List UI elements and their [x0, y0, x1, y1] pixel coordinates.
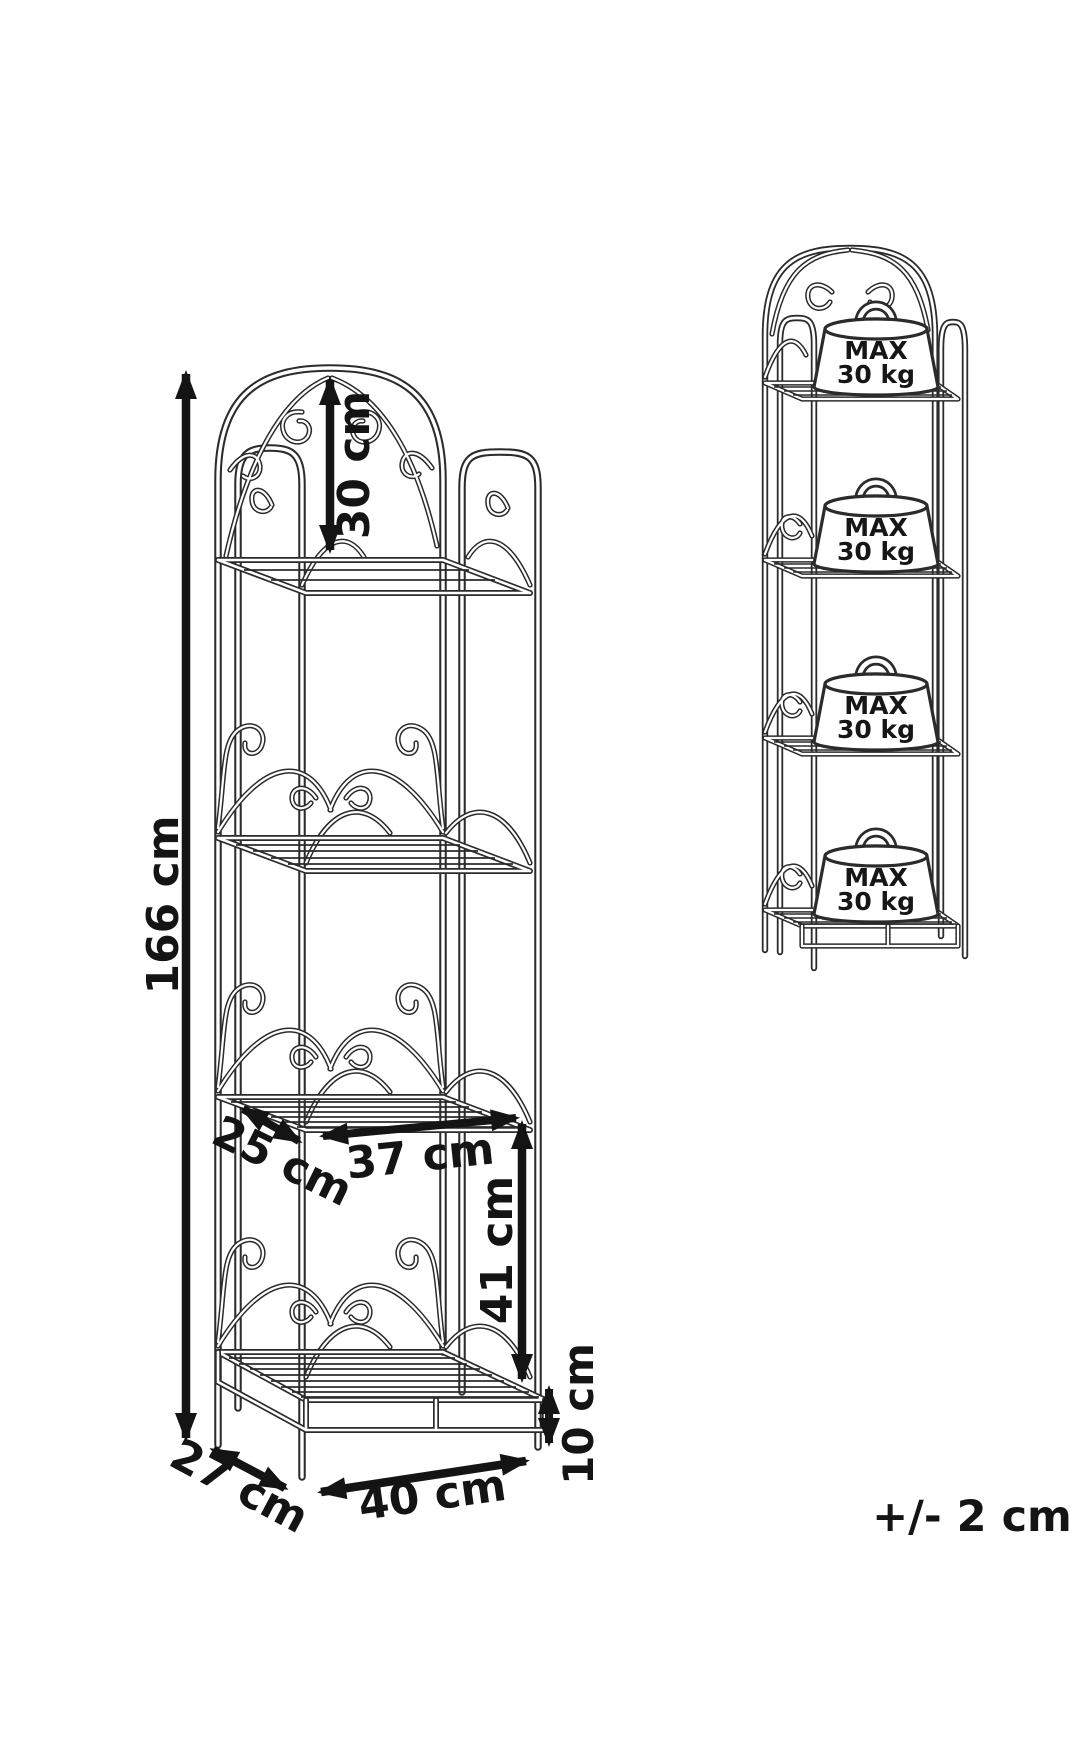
weight-kg-label: 30 kg: [837, 887, 915, 916]
max-weight-icon: MAX 30 kg: [814, 483, 938, 573]
weight-max-label: MAX: [844, 336, 908, 365]
dimension-label-arch-height: 30 cm: [329, 391, 380, 539]
dimension-arrow-base-depth: [209, 1446, 289, 1492]
dimensioned-shelf-drawing: 166 cm 30 cm 25 cm 37 cm 41 cm 10 cm 27 …: [138, 368, 603, 1544]
weight-kg-label: 30 kg: [837, 360, 915, 389]
dimension-label-total-height: 166 cm: [138, 815, 189, 994]
weight-max-label: MAX: [844, 863, 908, 892]
weight-max-label: MAX: [844, 513, 908, 542]
weight-kg-label: 30 kg: [837, 537, 915, 566]
max-weight-icon: MAX 30 kg: [814, 661, 938, 751]
tolerance-note: +/- 2 cm: [872, 1492, 1072, 1542]
weight-max-label: MAX: [844, 691, 908, 720]
weight-kg-label: 30 kg: [837, 715, 915, 744]
dimension-arrow-base-width: [317, 1453, 530, 1500]
dimension-label-base-width: 40 cm: [355, 1460, 509, 1531]
max-weight-icon: MAX 30 kg: [814, 306, 938, 396]
max-weight-icon: MAX 30 kg: [814, 833, 938, 923]
dimension-arrow-shelf-depth: [239, 1105, 303, 1145]
dimension-arrow-shelf-inner-width: [319, 1109, 520, 1145]
dimension-label-shelf-gap: 41 cm: [472, 1176, 523, 1324]
dimension-label-bottom-clearance: 10 cm: [554, 1343, 603, 1485]
max-load-shelf-drawing: MAX 30 kg MAX 30 kg MAX 30 kg MAX 30 kg: [765, 248, 965, 968]
dimension-label-base-depth: 27 cm: [162, 1429, 317, 1544]
